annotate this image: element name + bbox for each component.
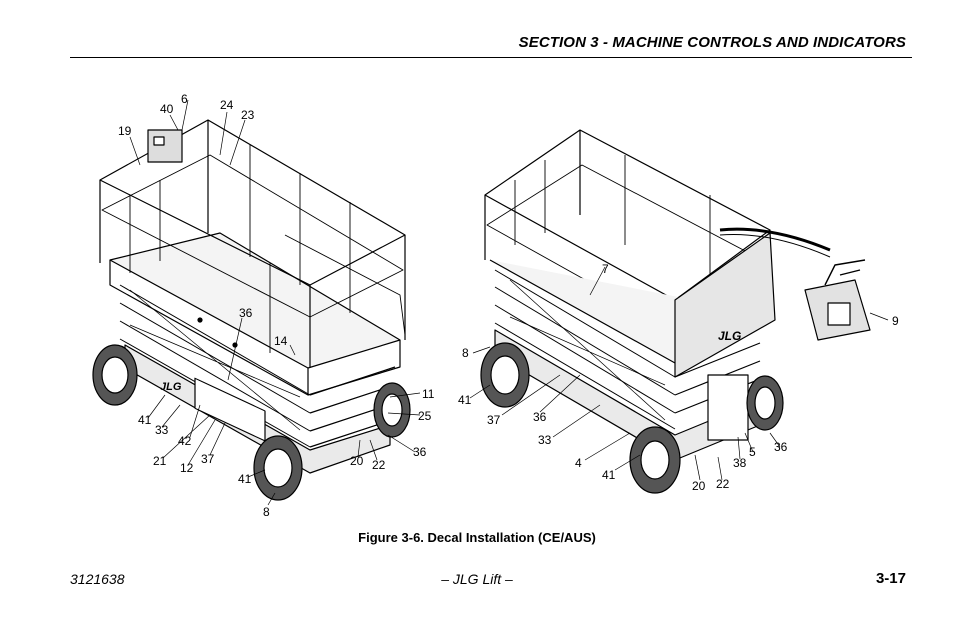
callout-number: 4 bbox=[575, 456, 582, 470]
header-divider bbox=[70, 57, 912, 58]
callout-number: 40 bbox=[160, 102, 174, 116]
callout-number: 41 bbox=[458, 393, 472, 407]
callout-number: 33 bbox=[538, 433, 552, 447]
callout-number: 36 bbox=[533, 410, 547, 424]
right-view-callouts: 7 9 8 41 37 36 33 4 41 20 22 38 5 36 bbox=[458, 262, 899, 493]
callout-number: 9 bbox=[892, 314, 899, 328]
footer-title: – JLG Lift – bbox=[441, 571, 513, 587]
callout-number: 20 bbox=[350, 454, 364, 468]
decal-figure-drawing: JLG JLG bbox=[92, 92, 899, 519]
callout-number: 8 bbox=[462, 346, 469, 360]
callout-number: 21 bbox=[153, 454, 167, 468]
callout-number: 8 bbox=[263, 505, 270, 519]
document-number: 3121638 bbox=[70, 571, 125, 587]
left-machine-wheels bbox=[92, 344, 411, 501]
callout-number: 19 bbox=[118, 124, 132, 138]
callout-number: 22 bbox=[716, 477, 730, 491]
callout-number: 12 bbox=[180, 461, 194, 475]
callout-leaders bbox=[129, 99, 889, 506]
right-jlg-logo: JLG bbox=[718, 329, 741, 343]
right-machine-drawing bbox=[480, 129, 871, 494]
callout-number: 36 bbox=[774, 440, 788, 454]
callout-number: 11 bbox=[422, 387, 435, 401]
callout-number: 20 bbox=[692, 479, 706, 493]
callout-number: 41 bbox=[238, 472, 252, 486]
right-machine-wheels bbox=[480, 342, 784, 494]
decal-installation-figure: JLG JLG bbox=[70, 85, 912, 520]
figure-caption: Figure 3-6. Decal Installation (CE/AUS) bbox=[358, 530, 596, 545]
callout-number: 38 bbox=[733, 456, 747, 470]
callout-number: 36 bbox=[239, 306, 253, 320]
page-number: 3-17 bbox=[875, 570, 906, 587]
callout-number: 37 bbox=[201, 452, 215, 466]
left-jlg-logo: JLG bbox=[160, 381, 182, 393]
callout-number: 25 bbox=[418, 409, 432, 423]
left-view-callouts: 40 6 24 23 19 36 14 11 25 36 41 33 42 21… bbox=[118, 92, 435, 519]
callout-number: 7 bbox=[602, 262, 609, 276]
callout-number: 36 bbox=[413, 445, 427, 459]
callout-number: 23 bbox=[241, 108, 255, 122]
callout-number: 41 bbox=[138, 413, 152, 427]
callout-number: 22 bbox=[372, 458, 386, 472]
callout-number: 37 bbox=[487, 413, 501, 427]
left-machine-drawing bbox=[92, 119, 411, 501]
callout-number: 33 bbox=[155, 423, 169, 437]
callout-number: 41 bbox=[602, 468, 616, 482]
callout-number: 42 bbox=[178, 434, 192, 448]
callout-number: 5 bbox=[749, 445, 756, 459]
callout-number: 14 bbox=[274, 334, 288, 348]
section-title: SECTION 3 - MACHINE CONTROLS AND INDICAT… bbox=[518, 34, 906, 51]
callout-number: 6 bbox=[181, 92, 188, 106]
callout-number: 24 bbox=[220, 98, 234, 112]
